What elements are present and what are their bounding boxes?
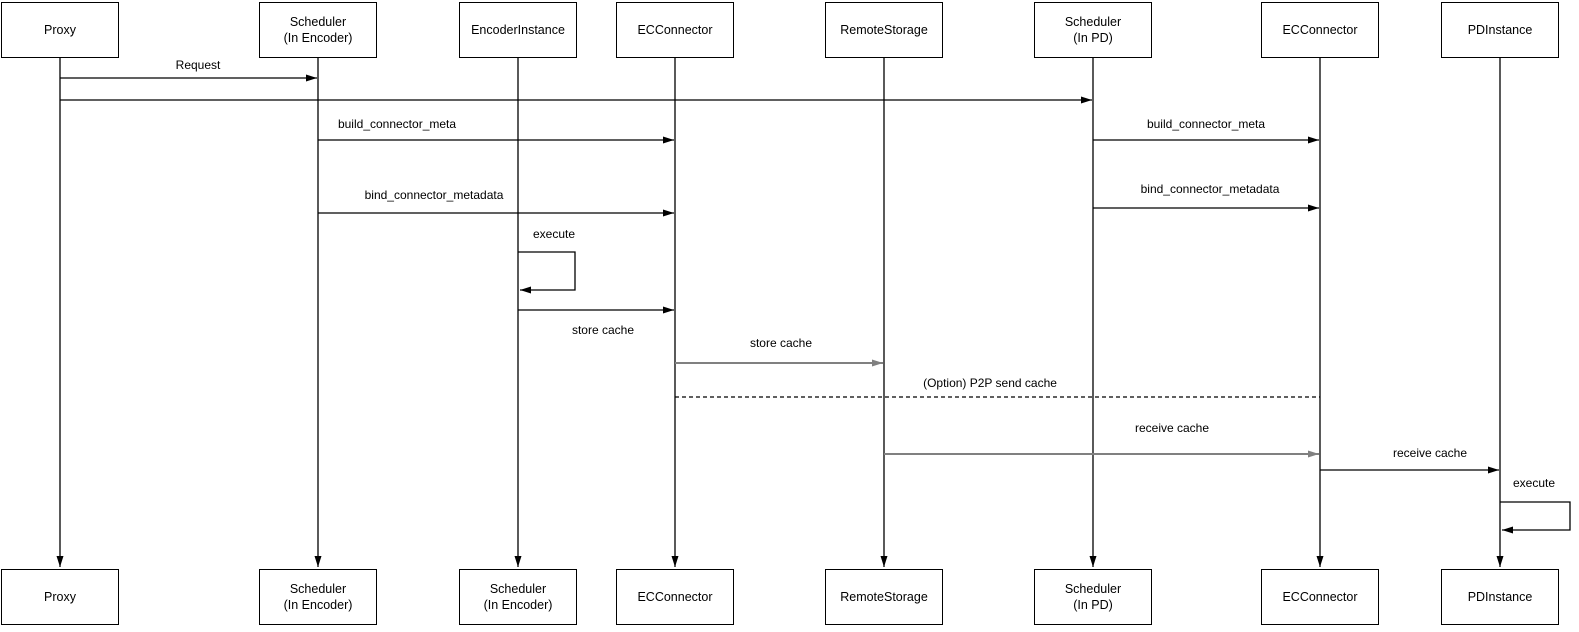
message-label-2: build_connector_meta — [337, 117, 457, 131]
participant-bottom-box-pd-instance: PDInstance — [1441, 569, 1559, 625]
message-label-7: store cache — [749, 336, 813, 350]
message-label-4: bind_connector_metadata — [364, 188, 504, 202]
participant-bottom-box-scheduler-pd: Scheduler (In PD) — [1034, 569, 1152, 625]
participant-top-box-proxy: Proxy — [1, 2, 119, 58]
self-message-label-0: execute — [532, 227, 576, 241]
message-label-5: bind_connector_metadata — [1140, 182, 1280, 196]
participant-top-box-scheduler-pd: Scheduler (In PD) — [1034, 2, 1152, 58]
self-message-label-1: execute — [1512, 476, 1556, 490]
self-message-loop-1 — [1500, 501, 1571, 534]
participant-bottom-box-ec-connector-pd: ECConnector — [1261, 569, 1379, 625]
message-label-8: (Option) P2P send cache — [923, 376, 1057, 390]
message-label-9: receive cache — [1134, 421, 1210, 435]
participant-bottom-box-proxy: Proxy — [1, 569, 119, 625]
message-label-0: Request — [175, 58, 221, 72]
participant-top-box-scheduler-encoder: Scheduler (In Encoder) — [259, 2, 377, 58]
participant-bottom-box-encoder-instance: Scheduler (In Encoder) — [459, 569, 577, 625]
participant-top-box-pd-instance: PDInstance — [1441, 2, 1559, 58]
participant-top-box-remote-storage: RemoteStorage — [825, 2, 943, 58]
participant-bottom-box-ec-connector-encoder: ECConnector — [616, 569, 734, 625]
message-label-10: receive cache — [1392, 446, 1468, 460]
self-message-loop-0 — [518, 251, 576, 294]
participant-top-box-ec-connector-pd: ECConnector — [1261, 2, 1379, 58]
participant-bottom-box-remote-storage: RemoteStorage — [825, 569, 943, 625]
message-label-6: store cache — [571, 323, 635, 337]
participant-top-box-encoder-instance: EncoderInstance — [459, 2, 577, 58]
participant-top-box-ec-connector-encoder: ECConnector — [616, 2, 734, 58]
message-label-3: build_connector_meta — [1146, 117, 1266, 131]
participant-bottom-box-scheduler-encoder: Scheduler (In Encoder) — [259, 569, 377, 625]
